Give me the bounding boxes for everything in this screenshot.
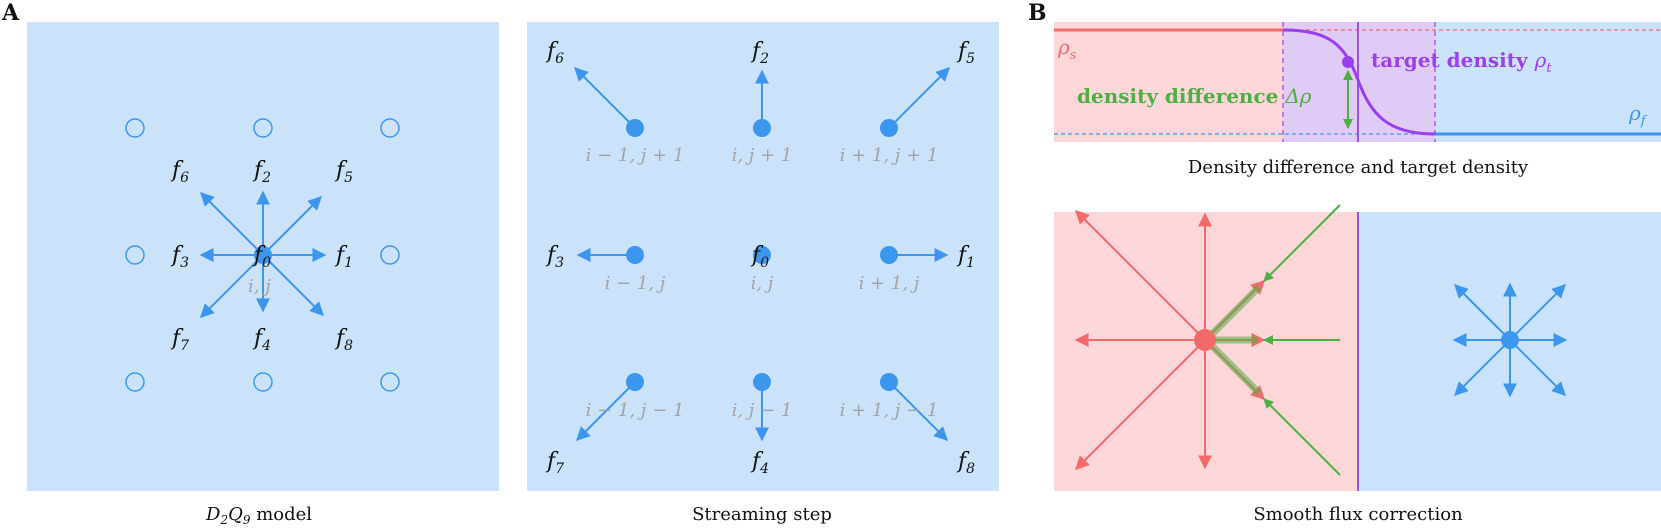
lattice-node	[125, 118, 145, 138]
stream-arrow-f6	[574, 67, 636, 129]
coord-label: i, j	[751, 273, 774, 294]
lattice-node	[253, 118, 273, 138]
rho-f-label: ρf	[1628, 101, 1648, 129]
flux-panel: Smooth flux correction	[1054, 204, 1661, 525]
correction-outline-downright	[1209, 343, 1262, 396]
correction-outline-upright	[1209, 284, 1262, 337]
arrow-f7	[200, 254, 264, 318]
stream-node	[880, 373, 898, 391]
arrow-f8	[262, 254, 324, 316]
streaming-arrows	[574, 67, 950, 442]
lattice-nodes	[125, 118, 400, 392]
panel-letter-a: A	[1, 0, 20, 26]
arrow-f5	[262, 196, 322, 256]
flux-caption: Smooth flux correction	[1253, 504, 1463, 525]
stream-node	[626, 373, 644, 391]
stream-node	[880, 119, 898, 137]
blue-arrow-upright	[1509, 284, 1566, 341]
coord-label: i − 1, j	[605, 273, 666, 294]
streaming-panel: i − 1, j + 1 i, j + 1 i + 1, j + 1 i − 1…	[527, 22, 999, 525]
coord-label: i + 1, j	[859, 273, 920, 294]
target-density-label: target density ρt	[1371, 48, 1552, 76]
stream-arrow-f5	[888, 67, 950, 129]
lattice-node	[380, 245, 400, 265]
density-caption: Density difference and target density	[1188, 157, 1529, 178]
transition-curve	[1282, 28, 1436, 136]
stream-node	[753, 119, 771, 137]
coord-label: i − 1, j − 1	[586, 400, 685, 421]
red-arrow-downleft	[1075, 339, 1206, 470]
coord-label: i, j + 1	[732, 145, 793, 166]
lattice-node	[380, 372, 400, 392]
coord-label: i + 1, j + 1	[840, 145, 939, 166]
stream-node	[753, 373, 771, 391]
target-density-point	[1342, 56, 1354, 68]
center-coordinate: i, j	[248, 276, 271, 297]
center-node	[254, 246, 272, 264]
blue-arrow-downleft	[1454, 339, 1511, 396]
solid-node	[1194, 329, 1216, 351]
coord-label: i, j − 1	[732, 400, 793, 421]
blue-arrow-upleft	[1454, 284, 1511, 341]
fluid-node	[1501, 331, 1519, 349]
stream-arrow-f7	[576, 381, 636, 441]
stream-arrow-f8	[888, 381, 948, 441]
coord-label: i − 1, j + 1	[586, 145, 685, 166]
rho-s-label: ρs	[1057, 35, 1077, 63]
lattice-node	[253, 372, 273, 392]
stream-node	[880, 246, 898, 264]
panel-letter-b: B	[1028, 0, 1047, 26]
correction-arrows	[1263, 204, 1341, 476]
d2q9-panel: i, j f0 f1 f2 f3 f4 f5 f6 f7 f8 D2Q9 mod…	[27, 22, 499, 527]
lattice-node	[380, 118, 400, 138]
arrow-f6	[200, 192, 264, 256]
fluid-node-arrows	[1452, 282, 1568, 398]
velocity-arrows	[199, 190, 327, 318]
green-arrow-in-lower	[1263, 398, 1341, 476]
stream-node	[626, 246, 644, 264]
density-panel: ρs ρf target density ρt density differen…	[1054, 22, 1661, 178]
stream-node	[626, 119, 644, 137]
coord-label: i + 1, j − 1	[840, 400, 939, 421]
streaming-nodes	[626, 119, 898, 391]
blue-arrow-downright	[1509, 339, 1566, 396]
d2q9-caption: D2Q9 model	[205, 504, 312, 527]
density-difference-label: density difference Δρ	[1077, 84, 1312, 108]
streaming-caption: Streaming step	[692, 504, 832, 525]
lattice-node	[125, 245, 145, 265]
lattice-node	[125, 372, 145, 392]
stream-node	[753, 246, 771, 264]
streaming-coordinates: i − 1, j + 1 i, j + 1 i + 1, j + 1 i − 1…	[586, 145, 939, 421]
correction-outlines	[1209, 284, 1262, 396]
solid-region	[1054, 22, 1283, 142]
green-arrow-in-upper	[1263, 204, 1341, 282]
red-arrow-upleft	[1075, 210, 1206, 341]
